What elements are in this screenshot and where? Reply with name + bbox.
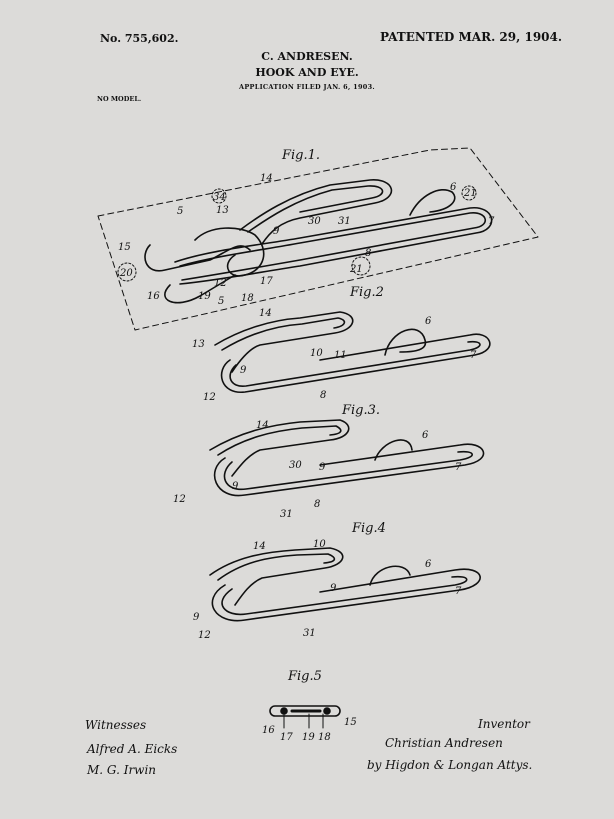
svg-text:12: 12 (203, 392, 216, 403)
svg-text:18: 18 (318, 732, 331, 743)
figure-1: Fig.1. 5 34 13 14 6 21 7 15 30 9 3 (97, 147, 539, 331)
svg-text:13: 13 (192, 339, 205, 350)
attorneys-signature: by Higdon & Longan Attys. (367, 758, 533, 772)
svg-text:7: 7 (470, 350, 477, 361)
svg-text:8: 8 (320, 390, 326, 401)
svg-text:14: 14 (259, 308, 272, 319)
svg-text:18: 18 (241, 293, 254, 304)
svg-text:14: 14 (260, 173, 273, 184)
figure-3: 14 13 10 11 6 7 9 12 8 Fig.3. (192, 308, 491, 418)
patent-date: PATENTED MAR. 29, 1904. (380, 30, 563, 44)
svg-text:9: 9 (240, 365, 247, 376)
svg-text:21: 21 (349, 264, 363, 275)
svg-text:8: 8 (314, 499, 320, 510)
svg-text:12: 12 (214, 278, 227, 289)
patent-number: No. 755,602. (100, 32, 179, 45)
svg-text:8: 8 (365, 248, 371, 259)
svg-text:5: 5 (177, 206, 183, 217)
svg-text:34: 34 (213, 192, 226, 203)
patent-title: HOOK AND EYE. (255, 66, 359, 79)
svg-text:5: 5 (218, 296, 224, 307)
svg-text:9: 9 (232, 481, 239, 492)
figure-2-label: Fig.2 (349, 285, 384, 300)
svg-text:11: 11 (334, 350, 347, 361)
svg-text:7: 7 (455, 462, 462, 473)
svg-text:10: 10 (313, 539, 326, 550)
svg-text:15: 15 (344, 717, 357, 728)
svg-text:19: 19 (198, 291, 211, 302)
svg-text:9: 9 (273, 226, 280, 237)
svg-text:14: 14 (253, 541, 266, 552)
svg-text:9: 9 (193, 612, 200, 623)
application-filed: APPLICATION FILED JAN. 6, 1903. (239, 83, 375, 91)
svg-text:10: 10 (310, 348, 323, 359)
figure-4-label: Fig.4 (351, 521, 386, 536)
figure-4: 14 6 7 30 9 12 9 31 8 Fig.4 (173, 419, 485, 536)
witnesses-label: Witnesses (85, 718, 147, 732)
figure-1-label: Fig.1. (281, 148, 320, 163)
dashed-boundary (97, 147, 539, 331)
model-note: NO MODEL. (97, 95, 142, 103)
svg-text:17: 17 (280, 732, 293, 743)
svg-text:20: 20 (119, 268, 133, 279)
figure-5: 14 10 6 7 9 9 12 31 (193, 539, 481, 641)
svg-text:12: 12 (173, 494, 186, 505)
svg-text:6: 6 (425, 559, 432, 570)
svg-text:21: 21 (463, 188, 477, 199)
inventor-signature: Christian Andresen (385, 736, 503, 750)
inventor-label: Inventor (478, 717, 530, 731)
svg-text:14: 14 (256, 420, 269, 431)
witness-2-signature: M. G. Irwin (87, 763, 157, 777)
witness-1-signature: Alfred A. Eicks (87, 742, 178, 756)
svg-text:19: 19 (302, 732, 315, 743)
svg-text:6: 6 (422, 430, 429, 441)
inventor-name: C. ANDRESEN. (261, 50, 353, 63)
svg-text:15: 15 (118, 242, 131, 253)
svg-text:7: 7 (455, 586, 462, 597)
svg-text:17: 17 (260, 276, 273, 287)
figure-3-label: Fig.3. (341, 403, 380, 418)
svg-text:16: 16 (262, 725, 275, 736)
figure-6-label: Fig.5 (287, 669, 322, 684)
svg-text:31: 31 (338, 216, 351, 227)
svg-text:30: 30 (289, 460, 302, 471)
svg-text:9: 9 (319, 462, 326, 473)
svg-text:31: 31 (303, 628, 316, 639)
svg-text:7: 7 (488, 216, 495, 227)
svg-text:12: 12 (198, 630, 211, 641)
svg-text:31: 31 (280, 509, 293, 520)
svg-text:6: 6 (450, 182, 457, 193)
svg-text:9: 9 (330, 583, 337, 594)
svg-text:13: 13 (216, 205, 229, 216)
figure-6: Fig.5 16 17 19 18 15 (262, 669, 357, 743)
svg-text:6: 6 (425, 316, 432, 327)
svg-text:30: 30 (308, 216, 321, 227)
svg-text:16: 16 (147, 291, 160, 302)
